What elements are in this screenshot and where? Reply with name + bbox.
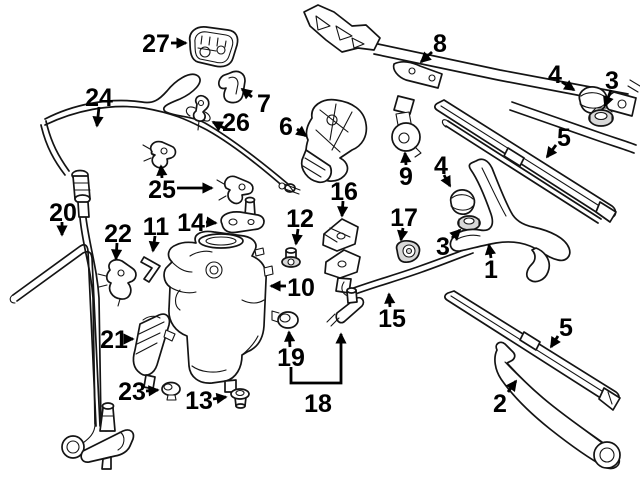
- leader-arrows: [56, 37, 614, 404]
- arrow-11: [148, 235, 160, 253]
- arrow-24: [92, 106, 104, 128]
- part-label-23: 23: [118, 378, 146, 406]
- arrow-1: [484, 243, 496, 259]
- part-15-hose-elbow: [324, 246, 474, 297]
- part-label-2: 2: [493, 390, 507, 418]
- part-label-3-top: 3: [605, 67, 619, 95]
- part-label-5-top: 5: [557, 124, 571, 152]
- part-label-10: 10: [287, 274, 315, 302]
- arrow-8: [419, 50, 433, 64]
- part-label-12: 12: [286, 205, 314, 233]
- parts-artwork: [9, 4, 640, 470]
- part-20-hose-pipe: [9, 243, 101, 427]
- arrow-25-up: [156, 164, 168, 179]
- part-9-round-unit: [391, 111, 422, 158]
- arrow-2: [505, 379, 518, 393]
- part-label-26: 26: [222, 109, 250, 137]
- part-label-25: 25: [148, 176, 176, 204]
- part-26-nozzle: [185, 94, 211, 131]
- arrow-6: [295, 125, 308, 138]
- arrow-5-top: [545, 144, 558, 159]
- arrow-5-bottom: [549, 335, 561, 349]
- part-label-24: 24: [85, 84, 113, 112]
- part-7-cover: [217, 70, 246, 104]
- arrow-23: [145, 385, 160, 397]
- part-label-15: 15: [378, 305, 406, 333]
- part-label-27: 27: [142, 30, 170, 58]
- part-3-nut-top: [588, 107, 614, 127]
- part-label-6: 6: [279, 113, 293, 141]
- part-4-cap-top: [578, 86, 608, 114]
- part-label-8: 8: [433, 30, 447, 58]
- arrow-16: [337, 200, 349, 218]
- part-5-wiper-blade-bottom: [444, 290, 621, 411]
- arrow-3-mid: [449, 228, 462, 241]
- arrow-9: [400, 151, 412, 166]
- part-label-22: 22: [104, 220, 132, 248]
- part-label-5-bottom: 5: [559, 314, 573, 342]
- arrow-4-mid: [440, 174, 452, 188]
- part-25-washer-nozzle-b: [216, 175, 254, 205]
- part-label-17: 17: [390, 204, 418, 232]
- part-label-19: 19: [277, 344, 305, 372]
- arrow-4-top: [561, 80, 576, 92]
- part-10-washer-reservoir: [163, 230, 274, 393]
- part-8-wiper-linkage: [303, 4, 640, 154]
- part-27-cover-plate: [188, 26, 239, 68]
- part-label-7: 7: [257, 90, 271, 118]
- arrow-7: [240, 87, 253, 100]
- part-24-washer-hose: [40, 73, 296, 193]
- part-14-filler-neck: [220, 196, 265, 234]
- headlamp-washer-assembly: [61, 402, 135, 470]
- part-17-grommet: [395, 240, 421, 263]
- part-13-grommet: [230, 388, 250, 409]
- part-label-16: 16: [330, 178, 358, 206]
- part-12-screw: [281, 247, 301, 268]
- arrow-17: [397, 227, 409, 242]
- part-labels: 27 24 7 26 6 8 4 3 5 9 16 17 4 3 1 25 14…: [49, 30, 619, 418]
- arrow-26: [211, 120, 225, 132]
- part-label-20: 20: [49, 199, 77, 227]
- part-label-18: 18: [304, 390, 332, 418]
- part-11-clip: [140, 256, 161, 283]
- part-2-wiper-arm: [494, 341, 621, 470]
- arrow-13: [212, 392, 228, 404]
- part-label-4-mid: 4: [434, 152, 448, 180]
- part-label-9: 9: [399, 163, 413, 191]
- part-16-bracket: [322, 218, 359, 252]
- arrow-14: [205, 216, 218, 228]
- part-label-14: 14: [177, 209, 205, 237]
- arrow-12: [291, 228, 303, 246]
- hose-valve: [71, 169, 91, 218]
- arrow-3-top: [603, 89, 614, 108]
- part-label-13: 13: [185, 387, 213, 415]
- arrow-19: [284, 330, 296, 348]
- part-label-3-mid: 3: [436, 233, 450, 261]
- part-5-wiper-blade-top: [434, 99, 617, 224]
- part-label-4-top: 4: [548, 61, 562, 89]
- part-18-t-connector: [326, 287, 365, 327]
- arrow-22: [111, 242, 123, 261]
- part-6-wiper-motor: [278, 98, 368, 195]
- part-label-21: 21: [100, 326, 128, 354]
- part-19-grommet: [271, 310, 299, 329]
- part-4-cap-mid: [449, 189, 476, 216]
- part-3-nut-mid: [457, 215, 481, 231]
- arrow-15: [384, 292, 396, 308]
- part-label-1: 1: [484, 256, 498, 284]
- part-23-grommet: [161, 381, 181, 401]
- bracket-18: [289, 332, 347, 385]
- part-label-11: 11: [143, 213, 170, 241]
